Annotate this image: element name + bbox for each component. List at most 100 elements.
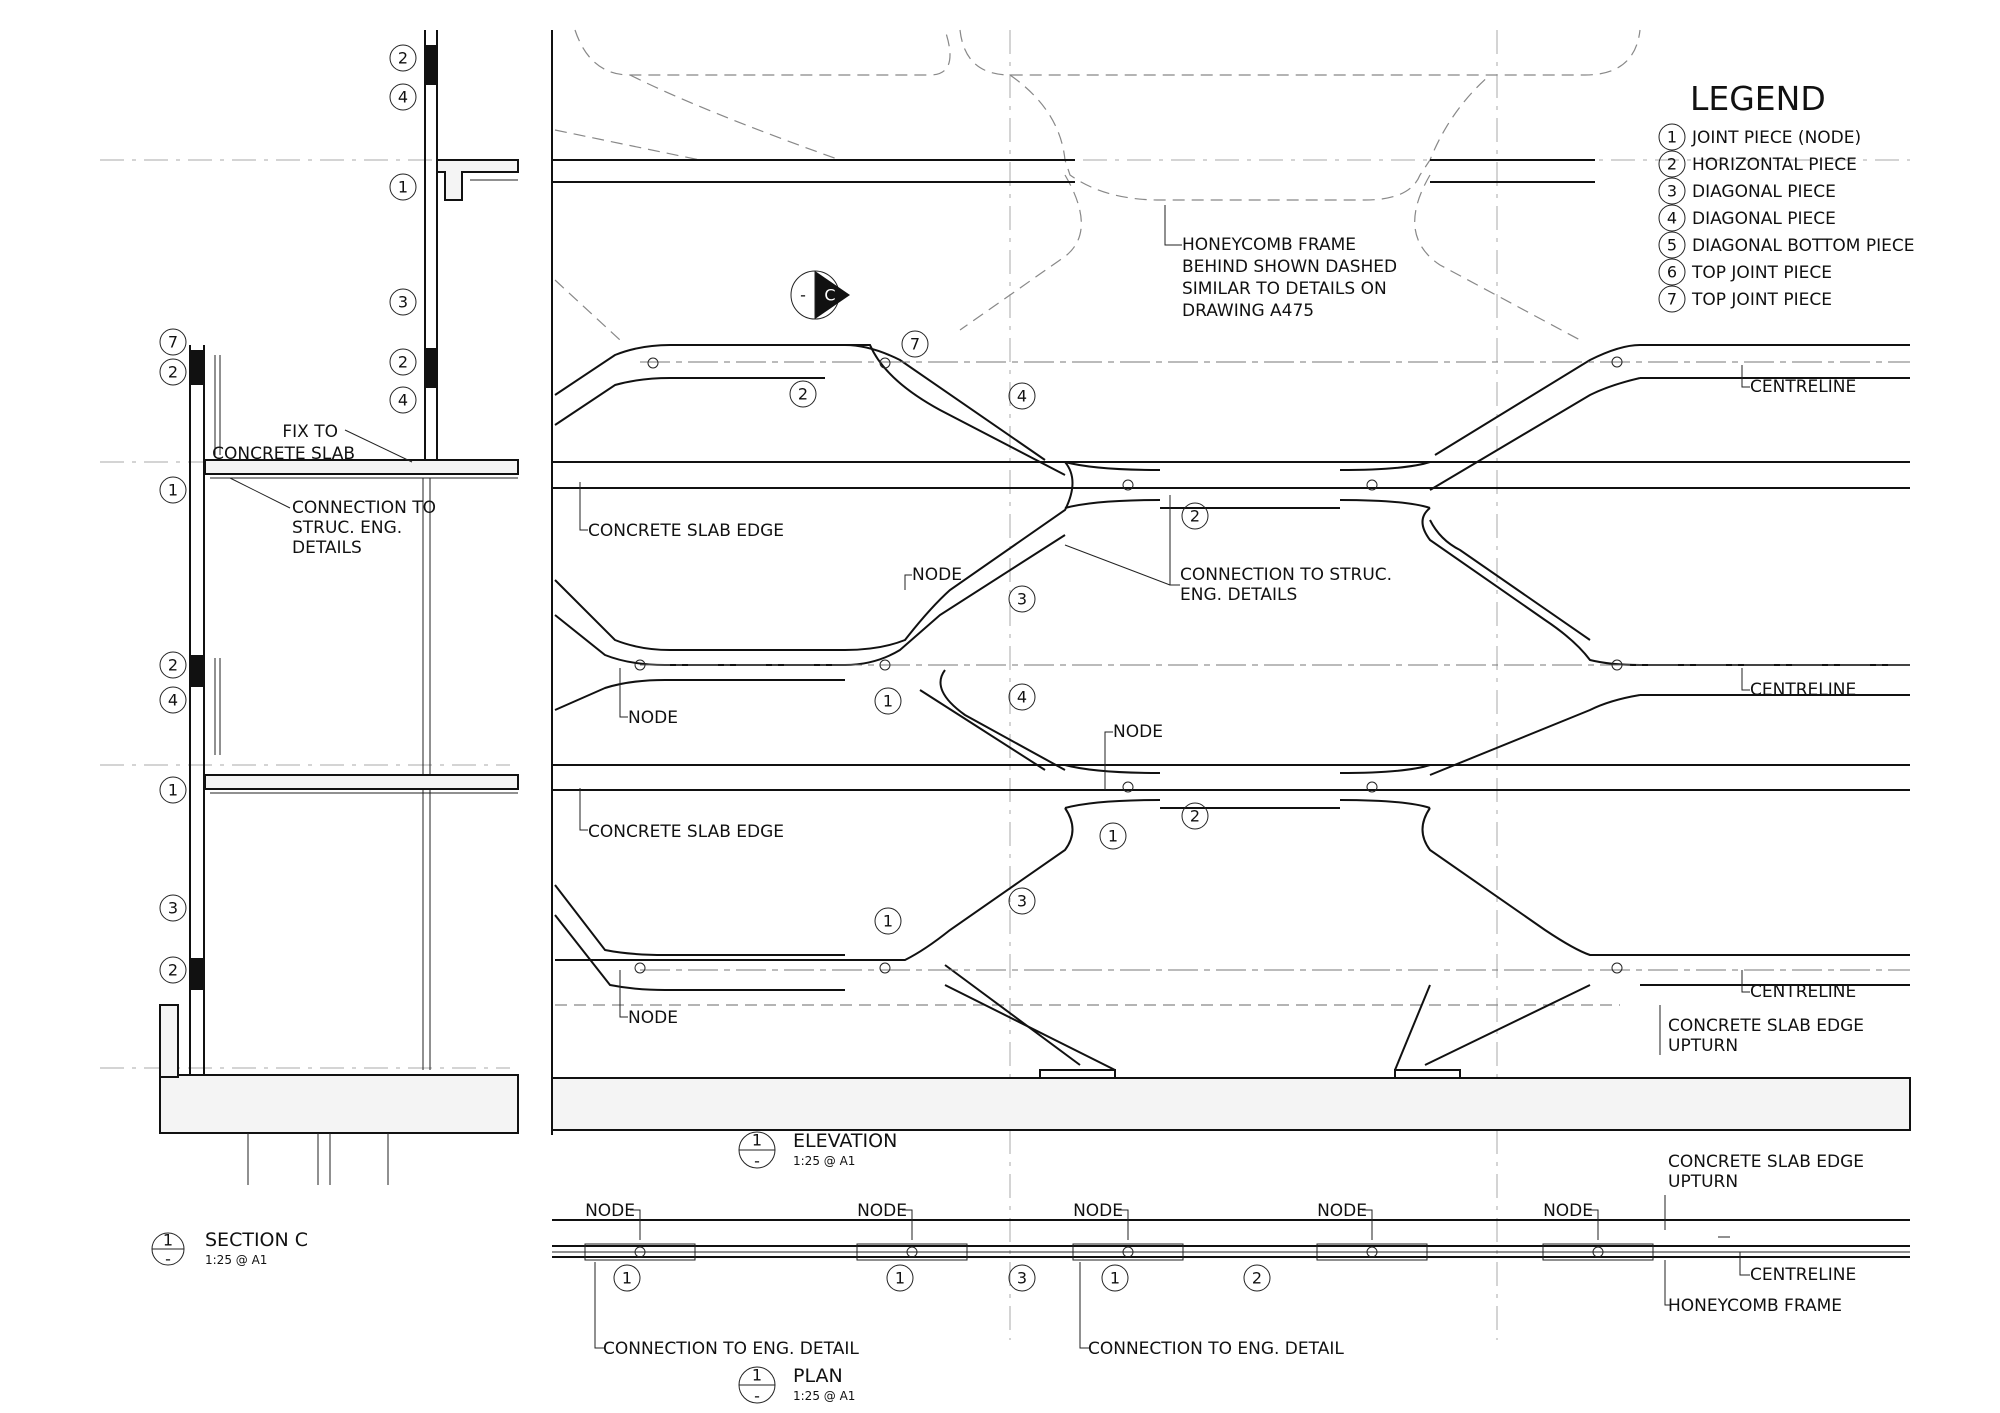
plan-node-label-4: NODE — [1543, 1201, 1593, 1221]
section-tag-13: 2 — [168, 961, 178, 980]
section-title-num: 1 — [163, 1231, 173, 1250]
section-tag-1: 4 — [398, 88, 408, 107]
section-marker-sub: - — [800, 286, 806, 305]
legend-item-label-3: DIAGONAL PIECE — [1692, 209, 1836, 229]
legend-item-label-0: JOINT PIECE (NODE) — [1691, 128, 1861, 148]
elevation-tag-0-circle — [789, 380, 817, 408]
slab-edge-label-1: CONCRETE SLAB EDGE — [588, 521, 784, 541]
section-marker-letter: C — [824, 286, 835, 305]
elev-node-label-4: NODE — [628, 1008, 678, 1028]
section-connection-line1: CONNECTION TO — [292, 498, 436, 518]
section-connection-line2: STRUC. ENG. — [292, 518, 402, 538]
plan-connection-1: CONNECTION TO ENG. DETAIL — [603, 1339, 859, 1359]
honeycomb-behind-dashed — [554, 29, 1641, 1006]
elev-node-label-1: NODE — [912, 565, 962, 585]
legend-item-num-2: 3 — [1667, 182, 1677, 201]
plan-tag-1-circle — [886, 1264, 914, 1292]
elev-upturn-line2: UPTURN — [1668, 1036, 1738, 1056]
plan-scale: 1:25 @ A1 — [793, 1389, 855, 1403]
plan-node-circle-2 — [1122, 1246, 1134, 1258]
slab-edge-label-2: CONCRETE SLAB EDGE — [588, 822, 784, 842]
section-tag-9: 2 — [168, 656, 178, 675]
section-tag-4-circle — [389, 348, 417, 376]
section-tag-1-circle — [389, 83, 417, 111]
plan-notes: CONCRETE SLAB EDGE UPTURN CENTRELINE HON… — [594, 1152, 1864, 1359]
legend-item-label-4: DIAGONAL BOTTOM PIECE — [1692, 236, 1915, 256]
elevation-tag-1-circle — [901, 330, 929, 358]
plan-tag-3: 1 — [1110, 1269, 1120, 1288]
plan-centreline: CENTRELINE — [1750, 1265, 1856, 1285]
plan-tag-1: 1 — [895, 1269, 905, 1288]
frame-note-line3: SIMILAR TO DETAILS ON — [1182, 279, 1387, 299]
legend-item-num-3: 4 — [1667, 209, 1677, 228]
plan-title: PLAN — [793, 1365, 843, 1387]
plan-node-label-2: NODE — [1073, 1201, 1123, 1221]
section-tag-10-circle — [159, 686, 187, 714]
elevation-tag-8-circle — [1181, 802, 1209, 830]
frame-note-line4: DRAWING A475 — [1182, 301, 1314, 321]
section-title-subnum: - — [165, 1250, 171, 1269]
grid-lines — [100, 30, 1910, 1340]
section-notes: FIX TO CONCRETE SLAB CONNECTION TO STRUC… — [212, 422, 436, 558]
fix-note-line1: FIX TO — [282, 422, 338, 442]
section-tag-8-circle — [159, 476, 187, 504]
section-tag-4: 2 — [398, 353, 408, 372]
section-tag-0: 2 — [398, 49, 408, 68]
legend-item-label-1: HORIZONTAL PIECE — [1692, 155, 1857, 175]
elevation-tag-7: 1 — [1108, 827, 1118, 846]
section-c-title: 1 - SECTION C 1:25 @ A1 — [151, 1229, 308, 1269]
legend-item-num-0: 1 — [1667, 128, 1677, 147]
section-tag-2-circle — [389, 173, 417, 201]
section-tag-11-circle — [159, 776, 187, 804]
legend-item-num-6: 7 — [1667, 290, 1677, 309]
legend-title: LEGEND — [1690, 79, 1826, 118]
plan-node-circle-1 — [906, 1246, 918, 1258]
legend-item-num-0-circle — [1658, 123, 1686, 151]
section-c-drawing — [159, 30, 519, 1185]
plan-node-circle-3 — [1366, 1246, 1378, 1258]
section-tag-5: 4 — [398, 391, 408, 410]
section-tag-12: 3 — [168, 899, 178, 918]
plan-node-leader-4 — [1588, 1209, 1599, 1240]
elevation-bottom-slab — [551, 1077, 1911, 1131]
centreline-label-1: CENTRELINE — [1750, 377, 1856, 397]
elev-upturn-line1: CONCRETE SLAB EDGE — [1668, 1016, 1864, 1036]
elevation-tag-1: 7 — [910, 335, 920, 354]
elevation-tag-6: 4 — [1017, 688, 1027, 707]
elevation-title: 1 - ELEVATION 1:25 @ A1 — [738, 1130, 897, 1171]
elevation-title-subnum: - — [754, 1152, 760, 1171]
legend-item-label-2: DIAGONAL PIECE — [1692, 182, 1836, 202]
elevation-title-num: 1 — [752, 1131, 762, 1150]
elevation-tag-5: 1 — [883, 692, 893, 711]
section-tag-9-circle — [159, 651, 187, 679]
legend-item-num-2-circle — [1658, 177, 1686, 205]
section-tag-7: 2 — [168, 363, 178, 382]
legend-item-num-4: 5 — [1667, 236, 1677, 255]
elev-connection-line2: ENG. DETAILS — [1180, 585, 1297, 605]
elev-connection-line1: CONNECTION TO STRUC. — [1180, 565, 1392, 585]
centreline-label-3: CENTRELINE — [1750, 982, 1856, 1002]
plan-node-block-1 — [856, 1243, 968, 1261]
plan-tag-2: 3 — [1017, 1269, 1027, 1288]
legend-item-num-5-circle — [1658, 258, 1686, 286]
plan-tag-2-circle — [1008, 1264, 1036, 1292]
plan-node-leader-0 — [630, 1209, 641, 1240]
elev-node-label-3: NODE — [1113, 722, 1163, 742]
section-scale: 1:25 @ A1 — [205, 1253, 267, 1267]
legend-item-num-6-circle — [1658, 285, 1686, 313]
elevation-tag-9-circle — [874, 907, 902, 935]
plan-node-leader-1 — [902, 1209, 913, 1240]
elevation-tag-10: 3 — [1017, 892, 1027, 911]
elev-node-label-2: NODE — [628, 708, 678, 728]
section-tag-5-circle — [389, 386, 417, 414]
elevation-scale: 1:25 @ A1 — [793, 1154, 855, 1168]
plan-tag-4: 2 — [1252, 1269, 1262, 1288]
centreline-label-2: CENTRELINE — [1750, 680, 1856, 700]
honeycomb-frame — [554, 344, 1910, 1079]
legend-item-num-3-circle — [1658, 204, 1686, 232]
section-tag-12-circle — [159, 894, 187, 922]
